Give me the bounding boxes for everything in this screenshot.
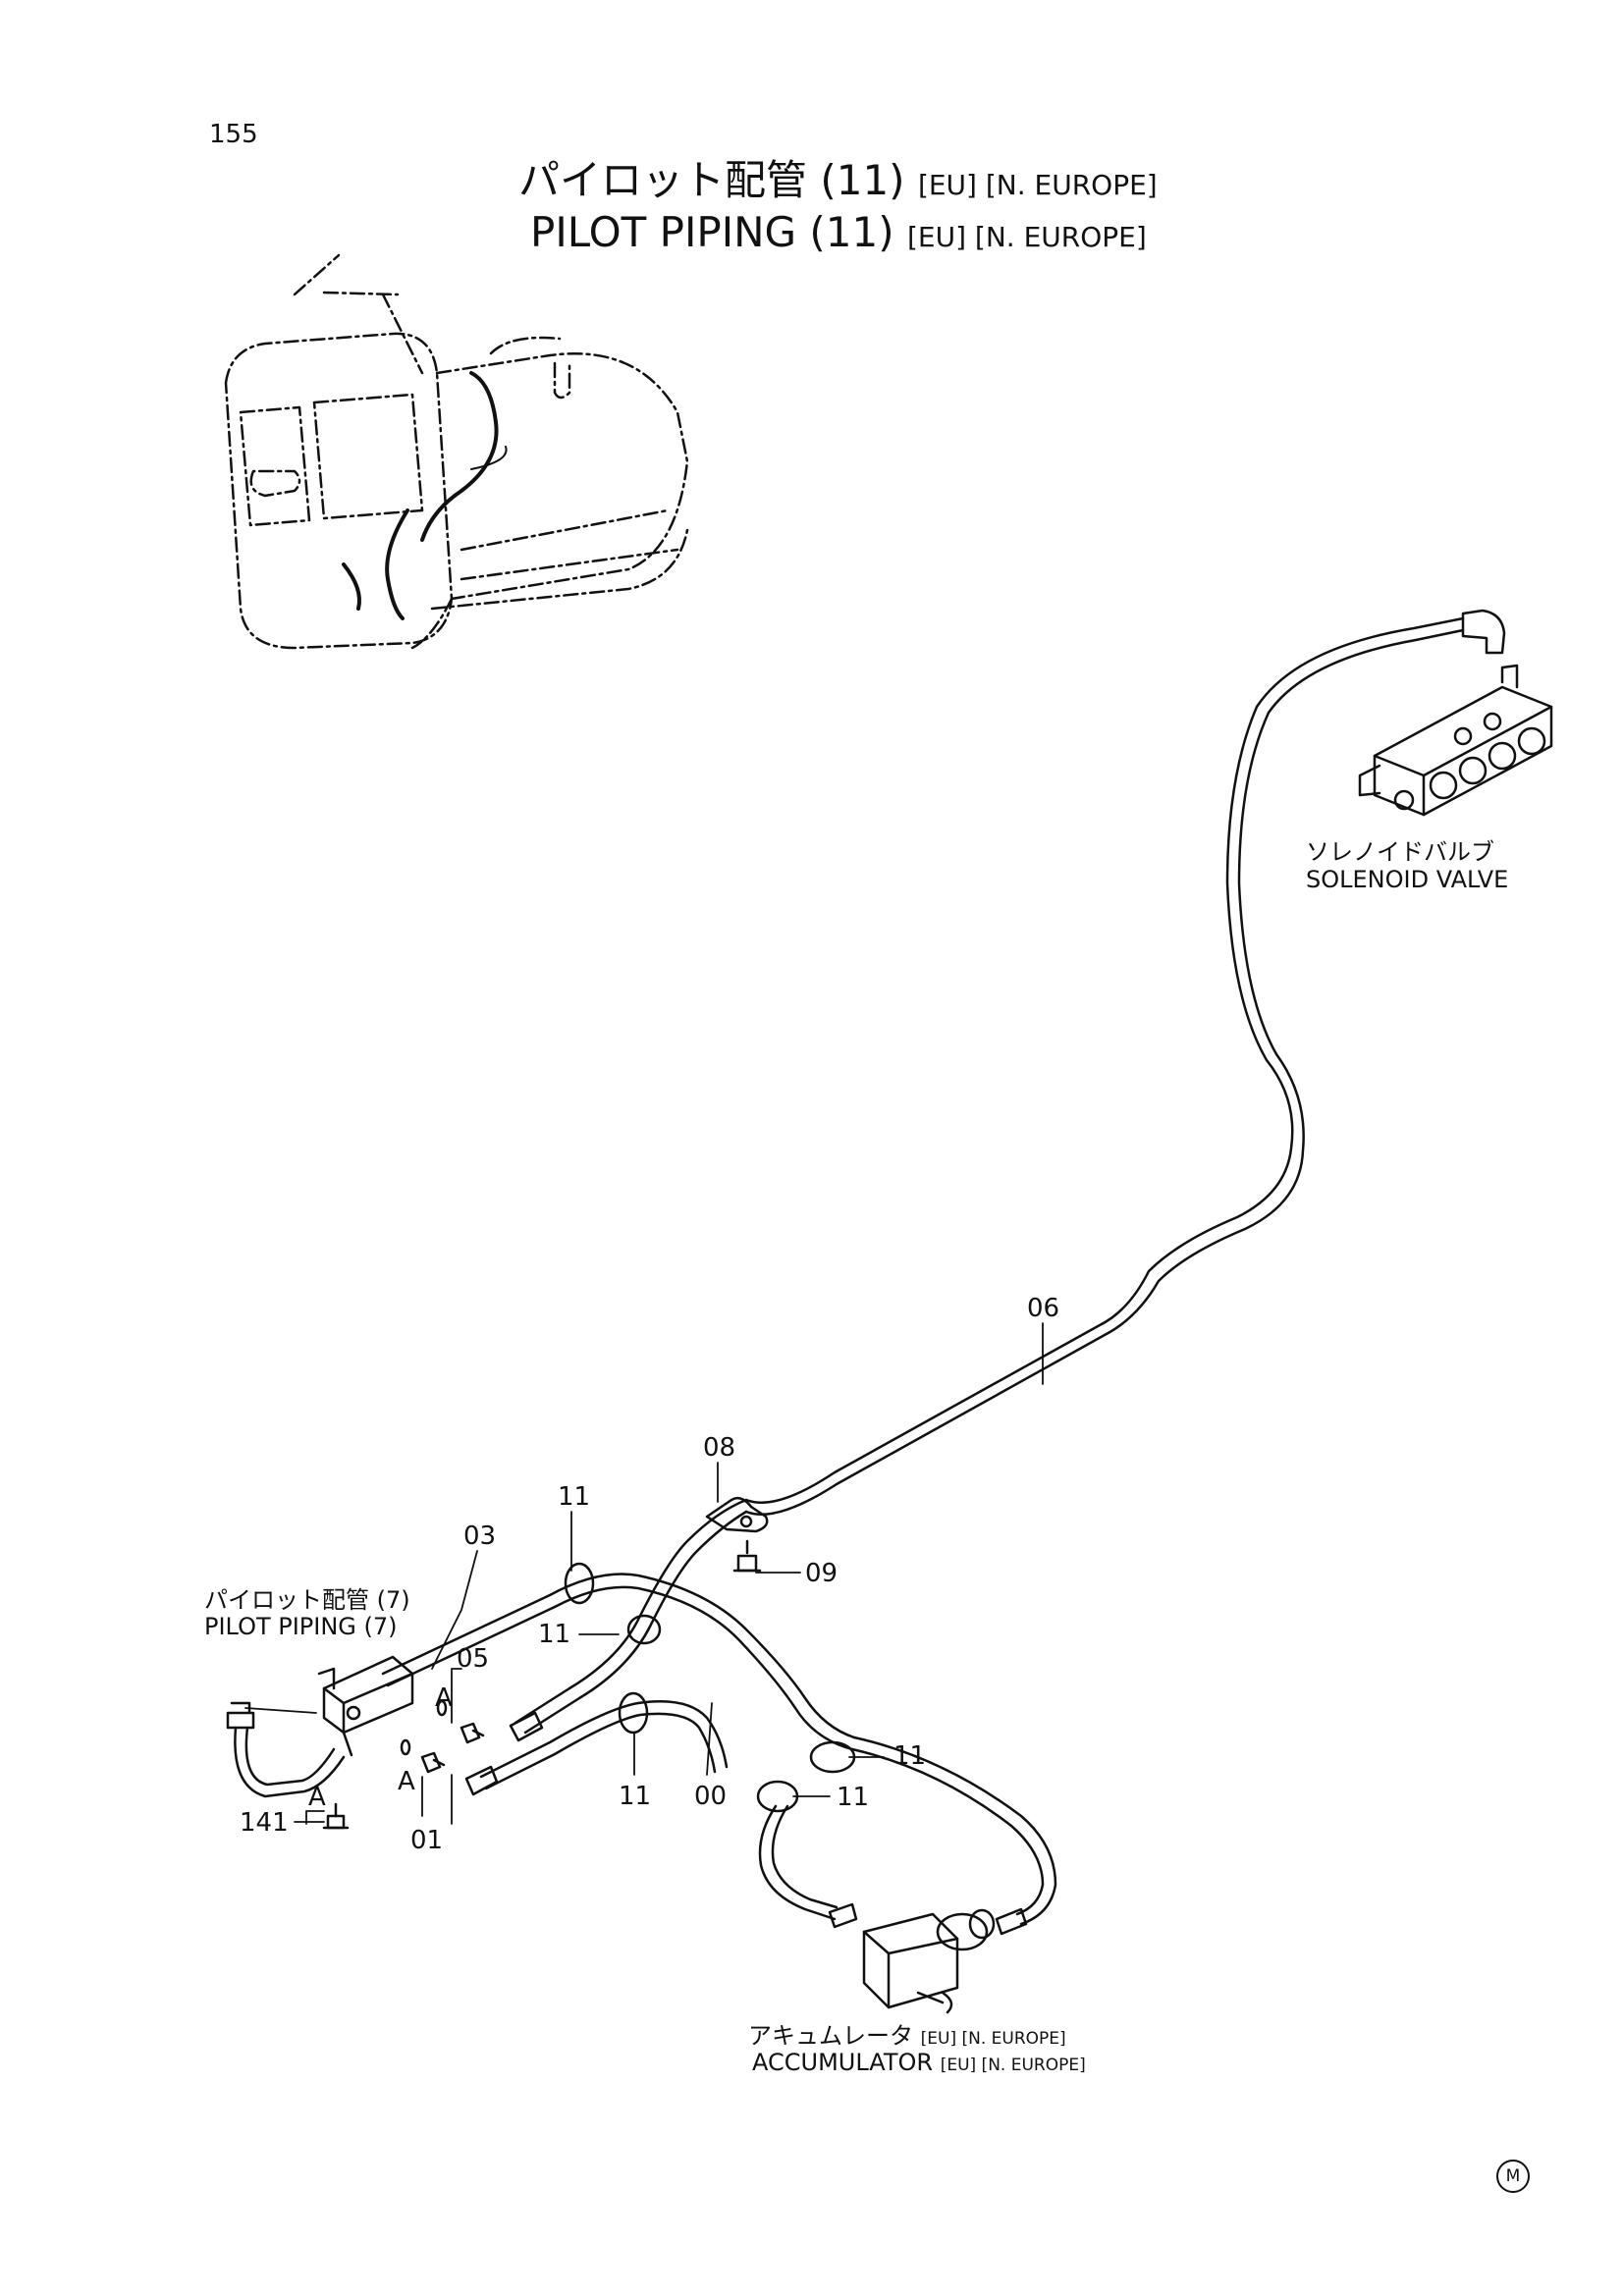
hose-clamps-11: [564, 1562, 856, 1813]
accumulator-label-jp: アキュムレータ [EU] [N. EUROPE]: [748, 2016, 1066, 2051]
callout-reference-a-lower: A: [398, 1767, 415, 1796]
pilot-piping-7-label-jp: パイロット配管 (7): [204, 1586, 410, 1614]
pilot-valve-assembly: [317, 1655, 414, 1757]
solenoid-valve-block: [1358, 664, 1553, 817]
page-number: 155: [209, 120, 258, 149]
solenoid-valve-label-en: SOLENOID VALVE: [1306, 866, 1509, 893]
fitting-01: [420, 1751, 446, 1774]
accumulator-label-jp-tag: [EU] [N. EUROPE]: [920, 2029, 1066, 2049]
callout-reference-a-upper: A: [435, 1683, 453, 1713]
hose-end-fitting-left: [226, 1701, 255, 1730]
solenoid-valve-label-jp: ソレノイドバルブ: [1306, 838, 1494, 866]
callout-11-lower-left: 11: [619, 1782, 652, 1811]
callout-00: 00: [694, 1782, 728, 1811]
callout-09: 09: [805, 1559, 839, 1588]
accumulator-label-en: ACCUMULATOR [EU] [N. EUROPE]: [752, 2049, 1086, 2076]
hose-06: [744, 616, 1465, 1516]
callout-06: 06: [1027, 1294, 1060, 1323]
title-japanese-text: パイロット配管 (11): [518, 156, 905, 204]
callout-11-top: 11: [558, 1482, 591, 1512]
hose-accumulator-left: [758, 1804, 839, 1921]
hose-fittings: [464, 1711, 1028, 1936]
hose-pilot-7-left: [234, 1726, 346, 1798]
title-japanese-region-tag: [EU] [N. EUROPE]: [917, 169, 1158, 201]
title-japanese: パイロット配管 (11) [EU] [N. EUROPE]: [518, 147, 1158, 207]
fitting-05: [460, 1722, 485, 1744]
excavator-hose-detail: [470, 446, 508, 470]
accumulator-label-en-tag: [EU] [N. EUROPE]: [940, 2056, 1086, 2075]
hose-06-elbow-fitting: [1461, 609, 1506, 655]
callout-141: 141: [240, 1808, 289, 1838]
callout-08: 08: [703, 1433, 736, 1463]
callout-11-lower-right: 11: [837, 1783, 870, 1812]
accumulator-label-jp-text: アキュムレータ: [748, 2022, 913, 2050]
bolt-09: [732, 1539, 762, 1573]
title-english-region-tag: [EU] [N. EUROPE]: [907, 221, 1147, 253]
callout-03: 03: [463, 1522, 497, 1551]
title-english-text: PILOT PIPING (11): [530, 208, 894, 256]
title-english: PILOT PIPING (11) [EU] [N. EUROPE]: [530, 208, 1147, 256]
manufacturer-mark: M: [1496, 2160, 1530, 2193]
callout-reference-a-bolt: A: [308, 1783, 326, 1812]
callout-11-middle: 11: [538, 1620, 571, 1649]
hose-03: [381, 1573, 856, 1751]
bolt-141: [322, 1802, 350, 1830]
callout-01: 01: [410, 1826, 444, 1855]
callout-05: 05: [457, 1644, 490, 1674]
o-rings: [400, 1699, 448, 1756]
accumulator-label-en-text: ACCUMULATOR: [752, 2049, 934, 2076]
hose-00: [479, 1700, 729, 1790]
clamp-08: [705, 1496, 769, 1533]
excavator-hose-routing: [342, 371, 499, 620]
leader-lines: [244, 1322, 1044, 1825]
pilot-piping-7-label-en: PILOT PIPING (7): [204, 1613, 398, 1640]
accumulator: [862, 1908, 996, 2014]
callout-11-right: 11: [893, 1741, 927, 1771]
hose-accumulator-right: [850, 1735, 1057, 1926]
excavator-overview-illustration: [224, 253, 689, 650]
